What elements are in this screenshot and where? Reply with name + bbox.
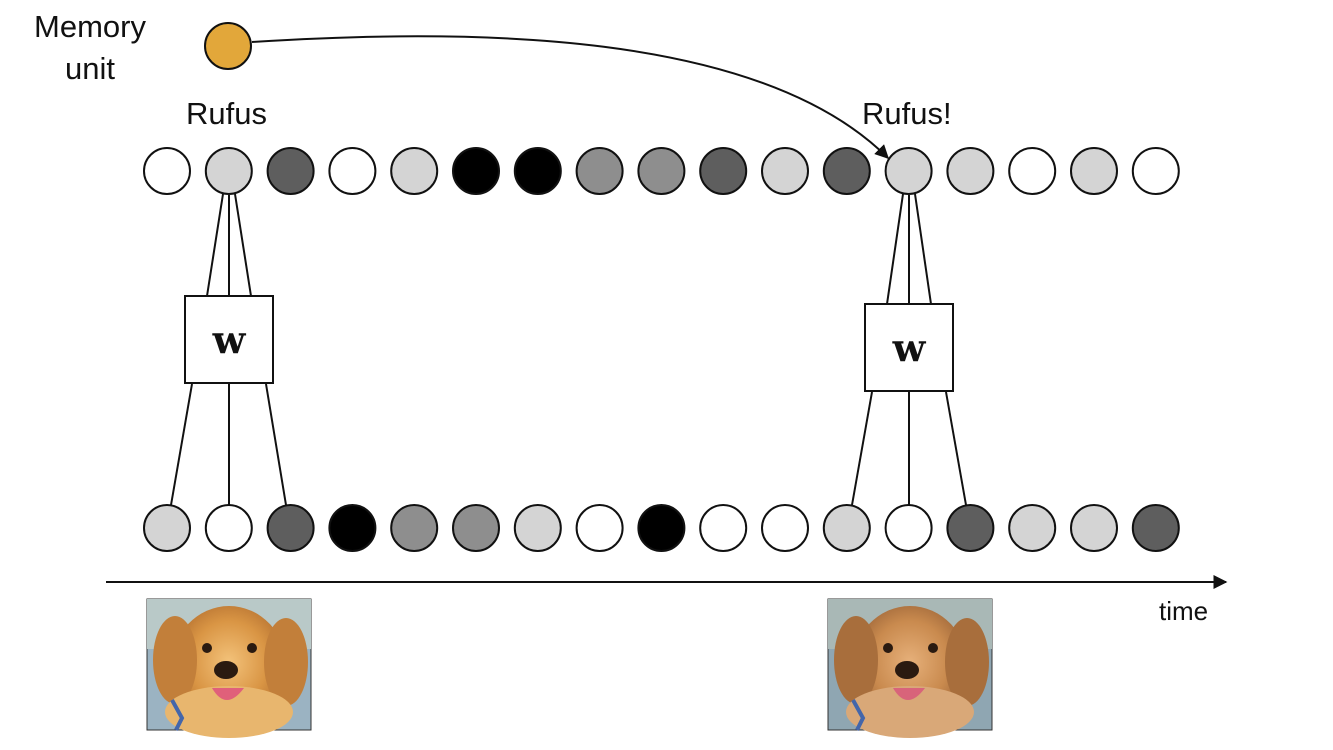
input-neuron-12 (822, 504, 871, 552)
time-axis-label: time (1159, 596, 1209, 626)
hidden-neuron-3 (266, 147, 315, 195)
input-neuron-10 (699, 504, 748, 552)
input-neuron-16 (1070, 504, 1118, 552)
memory-recall-arrow (251, 35, 889, 159)
memory-unit-node (204, 22, 252, 70)
input-neuron-9 (637, 504, 686, 552)
hidden-neuron-5 (390, 147, 439, 195)
hidden-neuron-6 (452, 147, 500, 195)
hidden-neuron-11 (761, 147, 809, 195)
connections-left (170, 193, 287, 506)
hidden-neuron-9 (637, 147, 686, 195)
hidden-neuron-16 (1070, 147, 1118, 195)
input-neuron-15 (1008, 504, 1057, 552)
hidden-neuron-12 (822, 147, 871, 195)
hidden-neuron-4 (328, 147, 377, 195)
input-layer-row (143, 504, 1180, 552)
input-neuron-4 (328, 504, 377, 552)
hidden-neuron-2 (204, 147, 253, 195)
connections-right (851, 193, 967, 506)
puppy-photo-left (146, 598, 312, 738)
input-neuron-2 (204, 504, 253, 552)
input-neuron-8 (575, 504, 624, 552)
memory-unit-label: Memory unit (22, 6, 158, 90)
hidden-neuron-1 (143, 147, 191, 195)
memory-unit-label-line1: Memory (34, 9, 146, 44)
input-neuron-7 (513, 504, 562, 552)
input-neuron-14 (946, 504, 995, 552)
hidden-neuron-17 (1131, 147, 1180, 195)
rufus-label-first: Rufus (186, 96, 267, 131)
hidden-neuron-10 (699, 147, 748, 195)
input-neuron-3 (266, 504, 315, 552)
rufus-label-second: Rufus! (862, 96, 952, 131)
memory-unit-label-line2: unit (65, 51, 115, 86)
hidden-layer-row (143, 147, 1180, 195)
weight-box-left: w (184, 295, 274, 384)
input-neuron-6 (452, 504, 500, 552)
puppy-photo-right (827, 598, 993, 738)
input-neuron-1 (143, 504, 191, 552)
input-neuron-13 (884, 504, 933, 552)
weight-symbol-left: w (212, 317, 246, 362)
input-neuron-5 (390, 504, 439, 552)
input-neuron-11 (761, 504, 809, 552)
hidden-neuron-14 (946, 147, 995, 195)
input-neuron-17 (1131, 504, 1180, 552)
hidden-neuron-15 (1008, 147, 1057, 195)
weight-box-right: w (864, 303, 954, 392)
hidden-neuron-8 (575, 147, 624, 195)
hidden-neuron-13 (884, 147, 933, 195)
hidden-neuron-7 (513, 147, 562, 195)
weight-symbol-right: w (892, 325, 926, 370)
